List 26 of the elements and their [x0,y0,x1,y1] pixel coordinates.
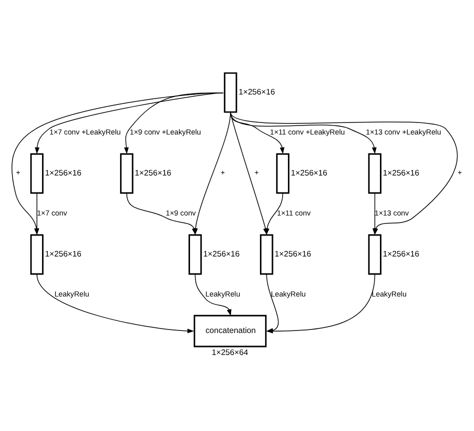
edge-label: 1×13 conv [374,208,409,218]
edge-label: 1×9 conv +LeakyRelu [130,128,201,137]
node-label: 1×256×16 [203,250,240,259]
node-label: 1×256×16 [382,168,420,178]
node-label: 1×256×16 [290,168,328,178]
edge-label: LeakyRelu [372,289,407,298]
edge-label: 1×7 conv [36,208,68,218]
edge-label: LeakyRelu [54,289,90,298]
node-label: 1×256×16 [382,250,420,259]
node-label: 1×256×16 [44,168,82,178]
edge-label: + [254,168,259,178]
edge-label: + [220,168,225,178]
edge-label: + [16,168,20,178]
edge-label: 1×11 conv +LeakyRelu [270,128,345,137]
edge-label: 1×7 conv +LeakyRelu [50,128,121,137]
edge-label: LeakyRelu [205,289,240,298]
edge-label: 1×11 conv [277,208,311,218]
edge-label: + [458,168,462,178]
edge-label: 1×13 conv +LeakyRelu [366,128,442,137]
edge-label: 1×9 conv [166,208,196,218]
node-label: 1×256×16 [44,250,82,259]
node-label: 1×256×64 [212,348,248,358]
node-label: 1×256×16 [274,250,312,259]
node-label: 1×256×16 [134,168,172,178]
node-label: 1×256×16 [238,88,276,97]
edge-label: LeakyRelu [270,289,306,298]
